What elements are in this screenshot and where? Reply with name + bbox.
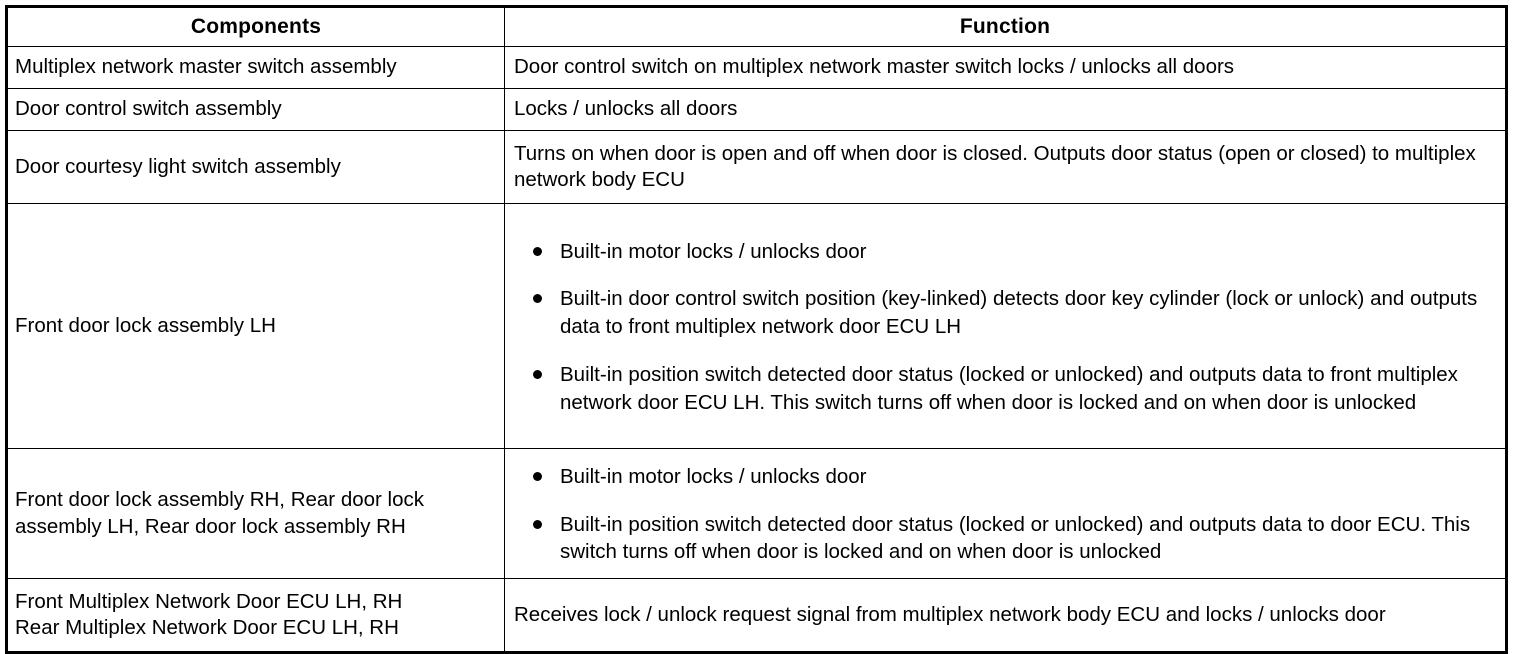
cell-function: Built-in motor locks / unlocks door Buil… xyxy=(504,447,1507,580)
components-function-table: Components Function Multiplex network ma… xyxy=(5,5,1508,654)
cell-function: Receives lock / unlock request signal fr… xyxy=(504,578,1507,654)
bullet-dot-icon xyxy=(533,369,542,379)
table-row: Multiplex network master switch assembly… xyxy=(6,46,1507,89)
list-item-text: Built-in door control switch position (k… xyxy=(560,287,1478,339)
list-item: Built-in door control switch position (k… xyxy=(511,285,1495,340)
table-header: Components Function xyxy=(6,6,1507,47)
cell-component: Front Multiplex Network Door ECU LH, RH … xyxy=(6,578,505,654)
table-row: Front door lock assembly LH Built-in mot… xyxy=(6,203,1507,449)
list-item: Built-in position switch detected door s… xyxy=(511,511,1495,566)
table-row: Front Multiplex Network Door ECU LH, RH … xyxy=(6,578,1507,654)
cell-component: Front door lock assembly LH xyxy=(6,203,505,449)
component-text-line-1: Front Multiplex Network Door ECU LH, RH xyxy=(15,589,403,613)
cell-function: Built-in motor locks / unlocks door Buil… xyxy=(504,203,1507,449)
component-text-line-2: Rear Multiplex Network Door ECU LH, RH xyxy=(15,616,399,640)
function-bullet-list: Built-in motor locks / unlocks door Buil… xyxy=(511,463,1495,566)
table-row: Door courtesy light switch assembly Turn… xyxy=(6,130,1507,204)
bullet-dot-icon xyxy=(533,472,542,481)
list-item: Built-in motor locks / unlocks door xyxy=(511,238,1495,266)
bullet-dot-icon xyxy=(533,519,542,529)
component-text: Front door lock assembly LH xyxy=(15,313,276,337)
list-item-text: Built-in position switch detected door s… xyxy=(560,362,1458,414)
column-header-components: Components xyxy=(6,6,505,47)
cell-component: Front door lock assembly RH, Rear door l… xyxy=(6,447,505,580)
function-text: Locks / unlocks all doors xyxy=(514,97,738,121)
list-item: Built-in position switch detected door s… xyxy=(511,361,1495,416)
list-item-text: Built-in motor locks / unlocks door xyxy=(560,465,867,488)
list-item-text: Built-in motor locks / unlocks door xyxy=(560,239,867,263)
component-text: Door courtesy light switch assembly xyxy=(15,154,341,178)
column-header-function: Function xyxy=(504,6,1507,47)
cell-component: Door control switch assembly xyxy=(6,88,505,131)
cell-function: Door control switch on multiplex network… xyxy=(504,46,1507,89)
bullet-dot-icon xyxy=(533,246,542,256)
table-header-row: Components Function xyxy=(6,6,1507,47)
component-text: Front door lock assembly RH, Rear door l… xyxy=(15,488,425,538)
component-text: Front Multiplex Network Door ECU LH, RH … xyxy=(8,582,504,648)
cell-function: Locks / unlocks all doors xyxy=(504,88,1507,131)
bullet-dot-icon xyxy=(533,294,542,304)
component-text: Multiplex network master switch assembly xyxy=(15,55,397,79)
list-item: Built-in motor locks / unlocks door xyxy=(511,463,1495,491)
function-text: Receives lock / unlock request signal fr… xyxy=(514,602,1386,626)
table-body: Multiplex network master switch assembly… xyxy=(6,46,1507,654)
component-text: Door control switch assembly xyxy=(15,97,282,121)
function-bullet-list: Built-in motor locks / unlocks door Buil… xyxy=(511,238,1495,416)
cell-function: Turns on when door is open and off when … xyxy=(504,130,1507,204)
list-item-text: Built-in position switch detected door s… xyxy=(560,512,1471,564)
cell-component: Multiplex network master switch assembly xyxy=(6,46,505,89)
function-text: Turns on when door is open and off when … xyxy=(514,141,1476,191)
cell-component: Door courtesy light switch assembly xyxy=(6,130,505,204)
table-row: Door control switch assembly Locks / unl… xyxy=(6,88,1507,131)
function-bullet-list-wrap: Built-in motor locks / unlocks door Buil… xyxy=(505,222,1505,430)
table-row: Front door lock assembly RH, Rear door l… xyxy=(6,447,1507,580)
function-bullet-list-wrap: Built-in motor locks / unlocks door Buil… xyxy=(505,449,1505,578)
function-text: Door control switch on multiplex network… xyxy=(514,55,1235,79)
